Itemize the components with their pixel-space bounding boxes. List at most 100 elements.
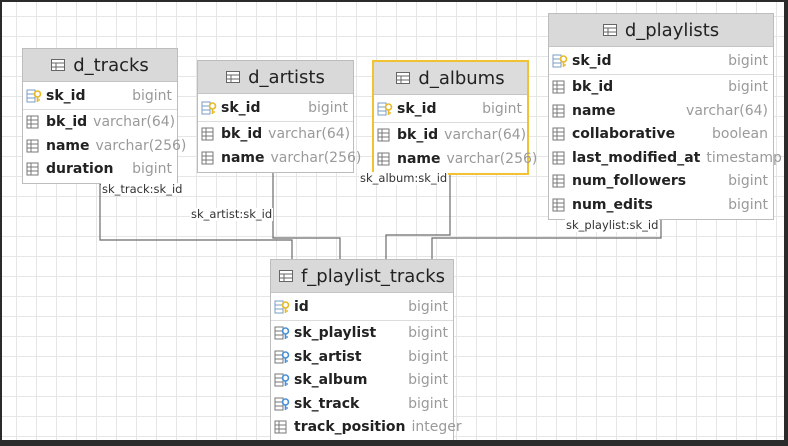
- primary-key-icon: [201, 101, 217, 115]
- column-name: duration: [46, 161, 114, 178]
- column-name: sk_id: [221, 99, 261, 116]
- table-d-artists[interactable]: d_artists sk_id bigint bk_id varchar(64)…: [197, 60, 361, 173]
- fk-row[interactable]: sk_playlist bigint: [271, 322, 453, 346]
- column-row[interactable]: duration bigint: [23, 158, 177, 182]
- column-type: bigint: [408, 372, 448, 389]
- table-d-albums[interactable]: d_albums sk_id bigint bk_id varchar(64) …: [372, 60, 537, 175]
- primary-key-icon: [552, 54, 568, 68]
- column-name: name: [397, 150, 441, 167]
- divider: [271, 319, 453, 321]
- column-name: sk_track: [294, 395, 360, 412]
- column-icon: [201, 127, 214, 141]
- table-title: d_albums: [418, 67, 505, 89]
- column-type: integer: [411, 419, 462, 436]
- column-type: timestamp: [706, 149, 782, 166]
- column-name: name: [221, 149, 265, 166]
- fk-row[interactable]: sk_album bigint: [271, 369, 453, 393]
- fk-row[interactable]: sk_track bigint: [271, 392, 453, 416]
- column-type: bigint: [132, 87, 172, 104]
- column-icon: [552, 127, 565, 141]
- column-icon: [26, 162, 39, 176]
- column-icon: [201, 151, 214, 165]
- column-row[interactable]: bk_id varchar(64): [198, 123, 353, 147]
- column-row[interactable]: track_position integer: [271, 416, 462, 440]
- column-type: boolean: [712, 126, 768, 143]
- primary-key-icon: [274, 300, 290, 314]
- column-type: varchar(64): [444, 127, 527, 144]
- column-name: sk_id: [572, 52, 612, 69]
- relation-label-album: sk_album:sk_id: [359, 171, 449, 185]
- column-type: bigint: [408, 325, 448, 342]
- column-type: bigint: [132, 161, 172, 178]
- column-icon: [552, 174, 565, 188]
- table-header[interactable]: d_playlists: [549, 14, 773, 47]
- column-type: varchar(256): [270, 149, 362, 166]
- column-name: name: [46, 137, 90, 154]
- column-type: varchar(256): [95, 137, 187, 154]
- column-row[interactable]: name varchar(256): [374, 147, 537, 171]
- relation-line-artist[interactable]: [265, 162, 341, 259]
- column-icon: [552, 80, 565, 94]
- pk-row[interactable]: sk_id bigint: [23, 84, 177, 108]
- column-name: id: [294, 298, 309, 315]
- pk-row[interactable]: sk_id bigint: [198, 96, 353, 120]
- table-title: d_playlists: [624, 19, 720, 41]
- fk-row[interactable]: sk_artist bigint: [271, 345, 453, 369]
- column-name: sk_id: [397, 100, 437, 117]
- table-d-playlists[interactable]: d_playlists sk_id bigint bk_id bigint na…: [548, 13, 782, 220]
- column-row[interactable]: last_modified_at timestamp: [549, 146, 782, 170]
- column-row[interactable]: bk_id varchar(64): [374, 124, 527, 148]
- column-name: num_followers: [572, 173, 687, 190]
- column-name: bk_id: [221, 126, 263, 143]
- relation-lines: [92, 162, 662, 259]
- divider: [549, 73, 773, 75]
- column-type: varchar(64): [686, 102, 768, 119]
- relation-label-playlist: sk_playlist:sk_id: [565, 218, 660, 232]
- table-icon: [226, 71, 241, 83]
- pk-row[interactable]: sk_id bigint: [374, 97, 527, 121]
- table-header[interactable]: d_artists: [198, 61, 353, 94]
- column-row[interactable]: num_followers bigint: [549, 170, 773, 194]
- diagram-canvas[interactable]: d_tracks sk_id bigint bk_id varchar(64) …: [2, 2, 784, 440]
- column-name: last_modified_at: [572, 149, 701, 166]
- column-type: bigint: [408, 298, 448, 315]
- table-title: f_playlist_tracks: [300, 265, 446, 287]
- column-type: bigint: [308, 99, 348, 116]
- column-row[interactable]: num_edits bigint: [549, 193, 773, 217]
- table-header[interactable]: f_playlist_tracks: [271, 260, 453, 293]
- column-row[interactable]: name varchar(256): [198, 146, 361, 170]
- column-name: sk_id: [46, 87, 86, 104]
- column-icon: [26, 115, 39, 129]
- table-f-playlist-tracks[interactable]: f_playlist_tracks id bigint sk_playlist …: [270, 259, 462, 440]
- column-row[interactable]: bk_id bigint: [549, 76, 773, 100]
- column-row[interactable]: collaborative boolean: [549, 123, 773, 147]
- pk-row[interactable]: id bigint: [271, 295, 453, 319]
- table-icon: [602, 24, 617, 36]
- pk-row[interactable]: sk_id bigint: [549, 49, 773, 73]
- column-name: track_position: [294, 419, 406, 436]
- column-icon: [26, 139, 39, 153]
- relation-line-playlist[interactable]: [431, 209, 662, 259]
- column-name: bk_id: [397, 127, 439, 144]
- relation-label-track: sk_track:sk_id: [101, 182, 184, 196]
- table-header[interactable]: d_albums: [374, 62, 527, 95]
- table-header[interactable]: d_tracks: [23, 49, 177, 82]
- column-row[interactable]: name varchar(256): [23, 134, 186, 158]
- column-type: varchar(64): [268, 126, 351, 143]
- column-name: sk_artist: [294, 348, 362, 365]
- column-row[interactable]: name varchar(64): [549, 99, 773, 123]
- table-d-tracks[interactable]: d_tracks sk_id bigint bk_id varchar(64) …: [22, 48, 186, 184]
- column-name: bk_id: [572, 79, 614, 96]
- table-icon: [278, 270, 293, 282]
- primary-key-icon: [377, 102, 393, 116]
- column-icon: [552, 104, 565, 118]
- column-name: num_edits: [572, 196, 653, 213]
- relation-line-track[interactable]: [92, 175, 293, 259]
- column-icon: [552, 151, 565, 165]
- column-row[interactable]: bk_id varchar(64): [23, 111, 177, 135]
- table-icon: [51, 59, 66, 71]
- divider: [198, 120, 353, 122]
- relation-line-album[interactable]: [385, 162, 451, 259]
- column-icon: [377, 128, 390, 142]
- column-type: bigint: [728, 173, 768, 190]
